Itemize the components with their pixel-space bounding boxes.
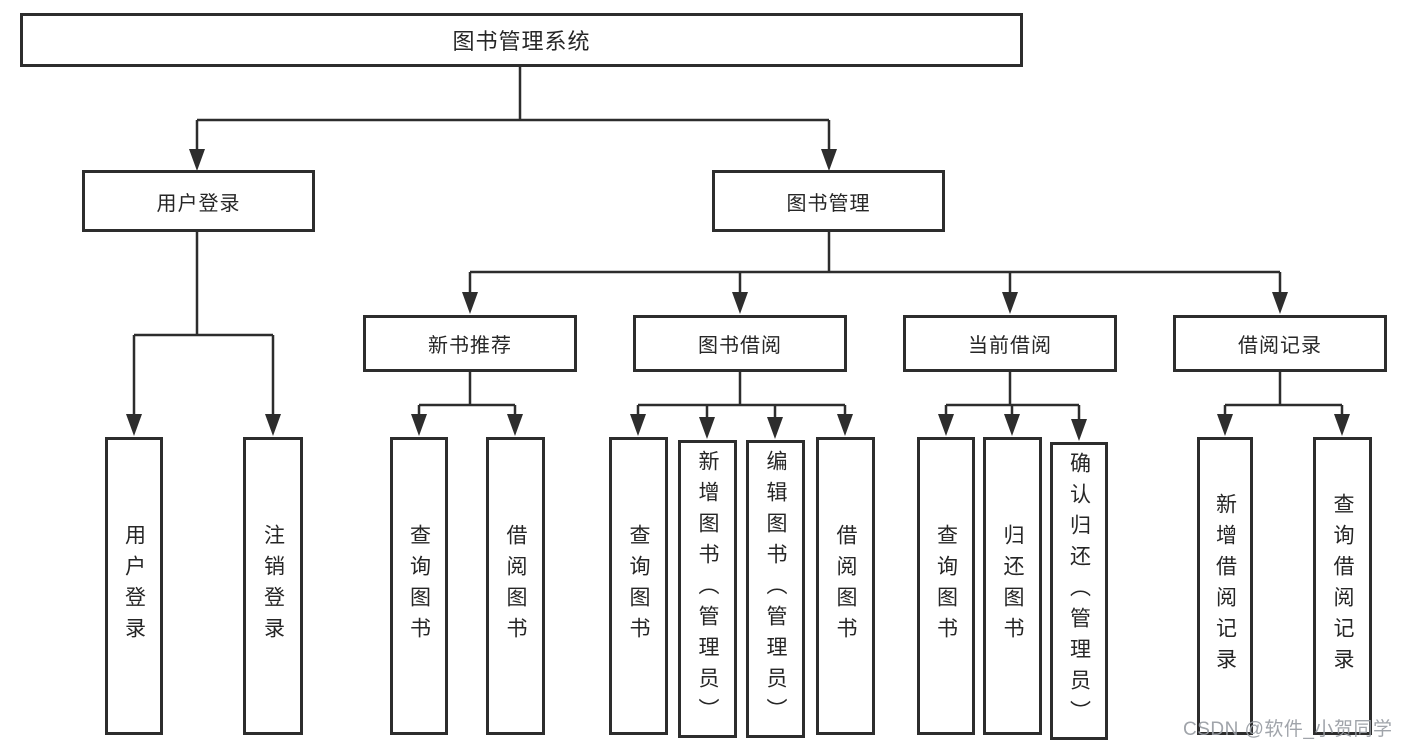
leaf-query-books-current-label: 查询图书 — [934, 524, 958, 648]
leaf-return-books-label: 归还图书 — [1001, 524, 1024, 648]
node-user-login: 用户登录 — [82, 170, 315, 232]
leaf-confirm-return-admin-label: 确认归还（管理员） — [1067, 451, 1091, 731]
leaf-borrow-books-recommend-label: 借阅图书 — [504, 524, 527, 648]
leaf-query-books-current: 查询图书 — [917, 437, 975, 735]
node-book-borrow: 图书借阅 — [633, 315, 847, 372]
node-book-borrow-label: 图书借阅 — [698, 335, 782, 357]
leaf-query-books-borrow-label: 查询图书 — [627, 524, 650, 648]
leaf-borrow-books-recommend: 借阅图书 — [486, 437, 545, 735]
node-current-borrow-label: 当前借阅 — [968, 335, 1052, 357]
leaf-return-books: 归还图书 — [983, 437, 1042, 735]
node-root-label: 图书管理系统 — [452, 29, 591, 54]
arrowheads — [126, 149, 1350, 441]
leaf-borrow-books: 借阅图书 — [816, 437, 875, 735]
node-new-book-recommend-label: 新书推荐 — [428, 335, 512, 357]
leaf-add-books-admin-label: 新增图书（管理员） — [696, 449, 719, 729]
leaf-borrow-books-label: 借阅图书 — [834, 524, 857, 648]
leaf-logout: 注销登录 — [243, 437, 303, 735]
node-user-login-label: 用户登录 — [156, 192, 241, 215]
leaf-query-books-recommend-label: 查询图书 — [407, 524, 431, 648]
tree-edges — [132, 67, 1344, 421]
leaf-add-books-admin: 新增图书（管理员） — [678, 440, 737, 738]
leaf-add-borrow-record: 新增借阅记录 — [1197, 437, 1253, 735]
node-root-system: 图书管理系统 — [20, 13, 1023, 67]
node-book-management: 图书管理 — [712, 170, 945, 232]
leaf-add-borrow-record-label: 新增借阅记录 — [1213, 493, 1237, 679]
leaf-query-books-borrow: 查询图书 — [609, 437, 668, 735]
leaf-query-books-recommend: 查询图书 — [390, 437, 448, 735]
node-borrow-records: 借阅记录 — [1173, 315, 1387, 372]
node-borrow-records-label: 借阅记录 — [1238, 335, 1322, 357]
leaf-query-borrow-record-label: 查询借阅记录 — [1331, 493, 1354, 679]
node-current-borrow: 当前借阅 — [903, 315, 1117, 372]
node-book-management-label: 图书管理 — [786, 192, 871, 215]
leaf-edit-books-admin-label: 编辑图书（管理员） — [764, 449, 787, 729]
leaf-confirm-return-admin: 确认归还（管理员） — [1050, 442, 1108, 740]
csdn-watermark: CSDN @软件_小贺同学 — [1183, 719, 1393, 740]
leaf-edit-books-admin: 编辑图书（管理员） — [746, 440, 805, 738]
leaf-user-login-label: 用户登录 — [122, 524, 146, 648]
node-new-book-recommend: 新书推荐 — [363, 315, 577, 372]
leaf-query-borrow-record: 查询借阅记录 — [1313, 437, 1372, 735]
leaf-logout-label: 注销登录 — [261, 524, 285, 648]
leaf-user-login: 用户登录 — [105, 437, 163, 735]
